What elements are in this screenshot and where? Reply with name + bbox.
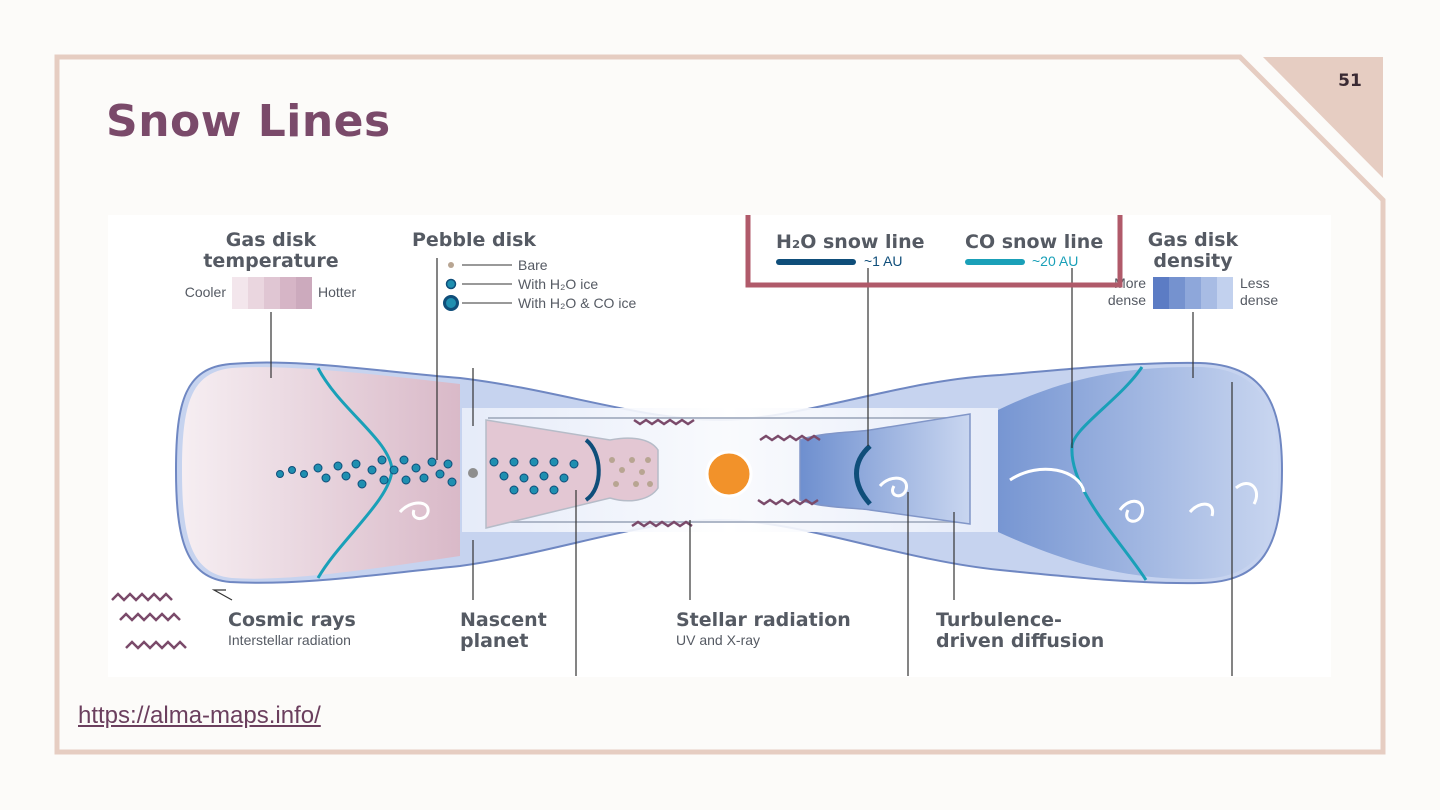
- less-dense-label-1: Less: [1240, 275, 1270, 291]
- h2o-snow-line-swatch: [776, 259, 856, 265]
- stellar-radiation-title: Stellar radiation: [676, 609, 851, 631]
- bare-pebbles-inner: [609, 457, 653, 487]
- h2o-co-ice-pebble-icon: [443, 295, 459, 311]
- central-star: [705, 450, 753, 498]
- turbulence-swirls: [398, 467, 1259, 523]
- nascent-planet-dot: [468, 468, 478, 478]
- gas-density-title-2: density: [1153, 250, 1233, 272]
- gas-density-title-1: Gas disk: [1148, 229, 1239, 251]
- slide-title: Snow Lines: [106, 96, 391, 147]
- cosmic-rays-subtitle: Interstellar radiation: [228, 632, 351, 648]
- co-snow-line-label: CO snow line: [965, 231, 1103, 253]
- gas-temperature-region: [182, 367, 460, 579]
- source-link[interactable]: https://alma-maps.info/: [78, 702, 321, 729]
- turbulence-line2: driven diffusion: [936, 630, 1104, 652]
- gas-density-region: [998, 366, 1278, 580]
- temperature-scale: [232, 277, 312, 309]
- page-number: 51: [1338, 71, 1362, 91]
- inner-blue-cone: [799, 413, 971, 525]
- less-dense-label-2: dense: [1240, 292, 1278, 308]
- stellar-radiation-subtitle: UV and X-ray: [676, 632, 760, 648]
- more-dense-label-2: dense: [1108, 292, 1146, 308]
- h2o-co-ice-label: With H₂O & CO ice: [518, 295, 636, 311]
- snow-line-highlight-box: [745, 215, 1123, 288]
- pebble-cluster-left: [276, 455, 457, 489]
- bare-pebble-icon: [448, 262, 454, 268]
- co-snow-line-curve: [1070, 366, 1148, 581]
- co-ice-boundary-inner: [584, 438, 601, 502]
- bare-label: Bare: [518, 257, 548, 273]
- radiation-waves: [111, 418, 821, 650]
- snow-lines-diagram: Gas disk temperature Cooler Hotter Pebbl…: [108, 215, 1331, 677]
- corner-fold: [1263, 57, 1383, 178]
- h2o-snow-line-distance: ~1 AU: [864, 253, 903, 269]
- turbulence-line1: Turbulence-: [936, 609, 1062, 631]
- h2o-ice-label: With H₂O ice: [518, 276, 598, 292]
- hotter-label: Hotter: [318, 284, 356, 300]
- cosmic-rays-title: Cosmic rays: [228, 609, 356, 631]
- inner-pebble-cone: [485, 419, 659, 529]
- density-scale: [1153, 277, 1233, 309]
- nascent-planet-line1: Nascent: [460, 609, 547, 631]
- leader-lines: [211, 258, 1233, 676]
- co-snow-line-distance: ~20 AU: [1032, 253, 1078, 269]
- gas-temp-title-2: temperature: [203, 250, 338, 272]
- cooler-label: Cooler: [185, 284, 227, 300]
- h2o-snow-line-label: H₂O snow line: [776, 231, 924, 253]
- nascent-planet-line2: planet: [460, 630, 528, 652]
- h2o-snow-line-marker: [854, 444, 872, 506]
- gas-temp-title-1: Gas disk: [226, 229, 317, 251]
- pebble-cluster-inner: [489, 457, 579, 495]
- pebble-disk-title: Pebble disk: [412, 229, 536, 251]
- slide-border: [54, 54, 1386, 755]
- h2o-ice-pebble-icon: [445, 278, 457, 290]
- co-snow-line-swatch: [965, 259, 1025, 265]
